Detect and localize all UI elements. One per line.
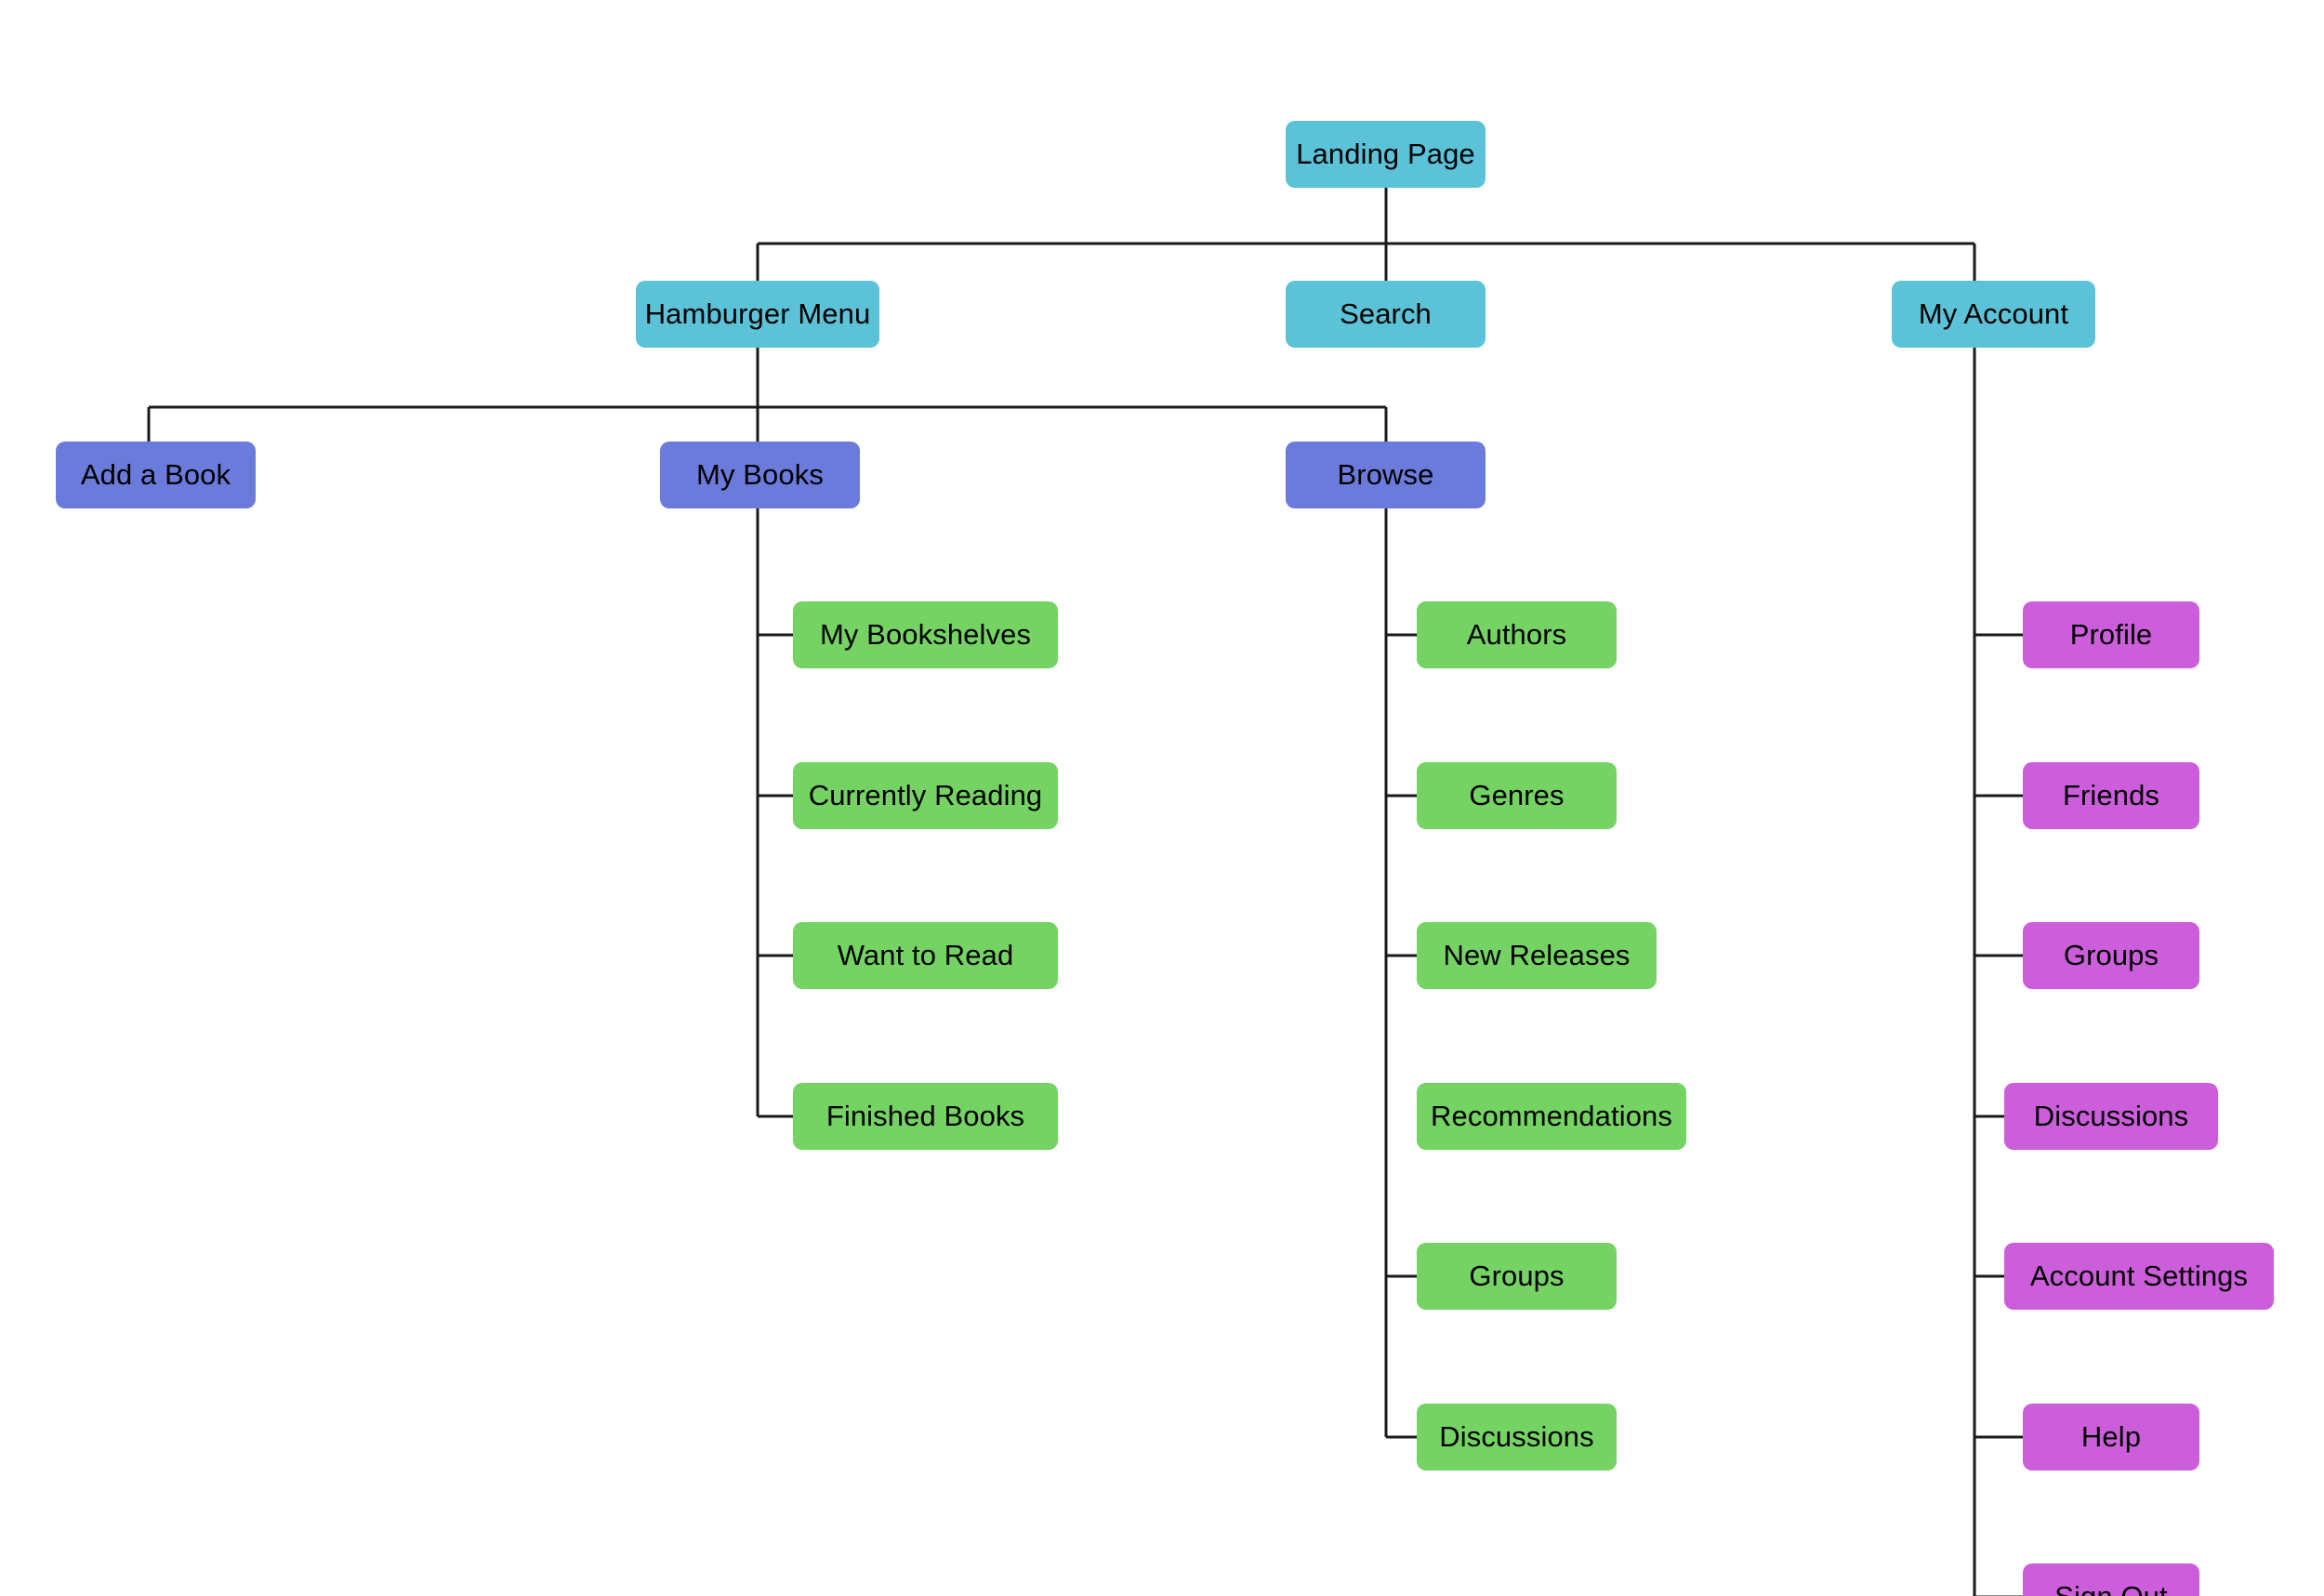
- node-my-books[interactable]: My Books: [660, 442, 860, 508]
- node-label-genres: Genres: [1469, 779, 1565, 812]
- node-browse-groups[interactable]: Groups: [1417, 1243, 1617, 1310]
- node-currently-reading[interactable]: Currently Reading: [793, 762, 1058, 829]
- node-label-add-a-book: Add a Book: [80, 458, 231, 492]
- node-new-releases[interactable]: New Releases: [1417, 922, 1657, 989]
- node-want-to-read[interactable]: Want to Read: [793, 922, 1058, 989]
- node-label-my-bookshelves: My Bookshelves: [819, 618, 1032, 652]
- node-label-browse-discussions: Discussions: [1439, 1420, 1594, 1454]
- node-sign-out[interactable]: Sign Out: [2023, 1563, 2199, 1596]
- node-label-currently-reading: Currently Reading: [808, 779, 1043, 812]
- node-hamburger-menu[interactable]: Hamburger Menu: [636, 281, 879, 348]
- node-help[interactable]: Help: [2023, 1404, 2199, 1471]
- node-label-finished-books: Finished Books: [825, 1100, 1025, 1133]
- node-friends[interactable]: Friends: [2023, 762, 2199, 829]
- node-label-my-account: My Account: [1918, 297, 2069, 331]
- node-account-settings[interactable]: Account Settings: [2004, 1243, 2274, 1310]
- node-finished-books[interactable]: Finished Books: [793, 1083, 1058, 1150]
- node-label-hamburger-menu: Hamburger Menu: [644, 297, 871, 331]
- node-my-bookshelves[interactable]: My Bookshelves: [793, 601, 1058, 668]
- node-add-a-book[interactable]: Add a Book: [56, 442, 256, 508]
- node-my-account[interactable]: My Account: [1892, 281, 2095, 348]
- node-browse-discussions[interactable]: Discussions: [1417, 1404, 1617, 1471]
- node-recommendations[interactable]: Recommendations: [1417, 1083, 1686, 1150]
- node-label-profile: Profile: [2069, 618, 2153, 652]
- node-landing-page[interactable]: Landing Page: [1286, 121, 1486, 188]
- node-label-friends: Friends: [2062, 779, 2160, 812]
- node-account-groups[interactable]: Groups: [2023, 922, 2199, 989]
- node-label-new-releases: New Releases: [1443, 939, 1631, 972]
- node-account-discussions[interactable]: Discussions: [2004, 1083, 2218, 1150]
- node-browse[interactable]: Browse: [1286, 442, 1486, 508]
- node-label-recommendations: Recommendations: [1431, 1100, 1672, 1133]
- node-genres[interactable]: Genres: [1417, 762, 1617, 829]
- node-profile[interactable]: Profile: [2023, 601, 2199, 668]
- node-label-help: Help: [2080, 1420, 2142, 1454]
- node-label-account-discussions: Discussions: [2033, 1100, 2189, 1133]
- node-label-landing-page: Landing Page: [1296, 138, 1475, 171]
- node-label-authors: Authors: [1466, 618, 1567, 652]
- node-label-account-groups: Groups: [2063, 939, 2159, 972]
- node-label-my-books: My Books: [696, 458, 824, 492]
- node-authors[interactable]: Authors: [1417, 601, 1617, 668]
- node-label-browse-groups: Groups: [1469, 1260, 1565, 1293]
- node-label-sign-out: Sign Out: [2054, 1580, 2167, 1596]
- node-label-browse: Browse: [1337, 458, 1434, 492]
- node-label-want-to-read: Want to Read: [837, 939, 1014, 972]
- node-search[interactable]: Search: [1286, 281, 1486, 348]
- node-label-search: Search: [1340, 297, 1432, 331]
- node-label-account-settings: Account Settings: [2029, 1260, 2249, 1293]
